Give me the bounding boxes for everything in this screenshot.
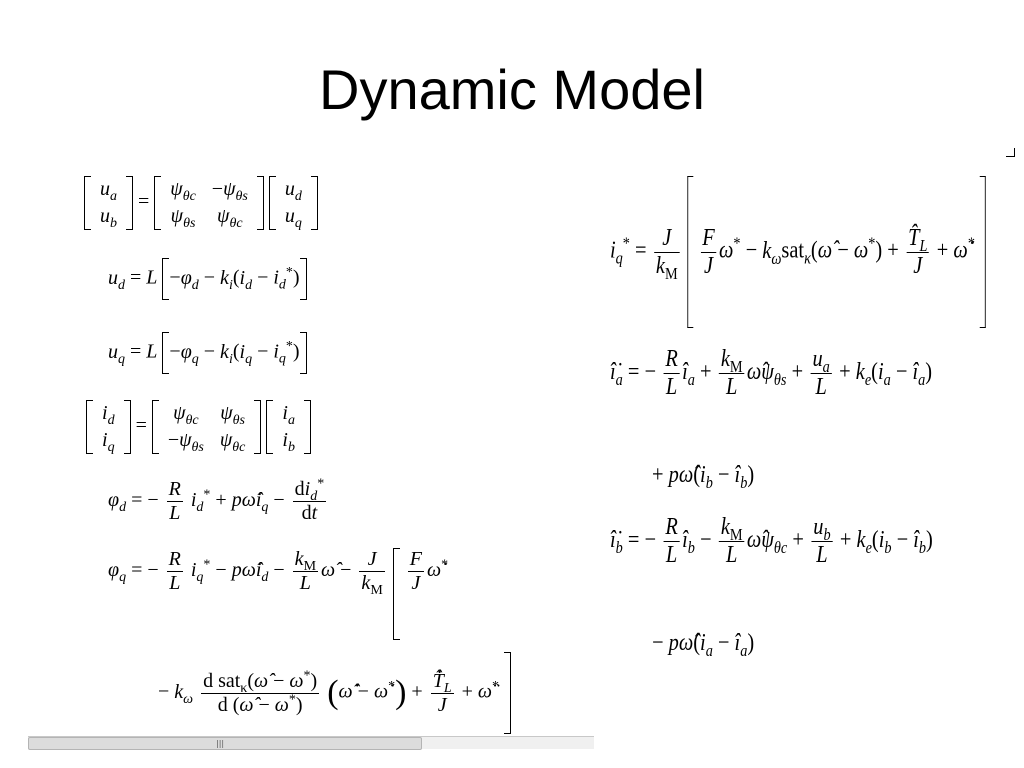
- equation-ia-hat-dot-continued: + pω̂(ib − îb): [652, 462, 755, 492]
- scrollbar-thumb[interactable]: [28, 737, 422, 750]
- equation-ud: ud = L −φd − ki(id − id*): [108, 258, 307, 300]
- slide-title: Dynamic Model: [319, 58, 705, 121]
- scrollbar-grip-icon: |||: [216, 739, 225, 748]
- horizontal-scrollbar[interactable]: |||: [28, 736, 594, 750]
- bracket-corner-mark: [1006, 148, 1015, 157]
- equation-ib-hat-dot-continued: − pω̂(ia − îa): [652, 630, 755, 660]
- equation-phi-q-continued: − kω d satκ(ω̂ − ω*)d (ω̂ − ω*) (ω̂̇ − ω…: [158, 652, 512, 734]
- equation-uq: uq = L −φq − ki(iq − iq*): [108, 332, 307, 374]
